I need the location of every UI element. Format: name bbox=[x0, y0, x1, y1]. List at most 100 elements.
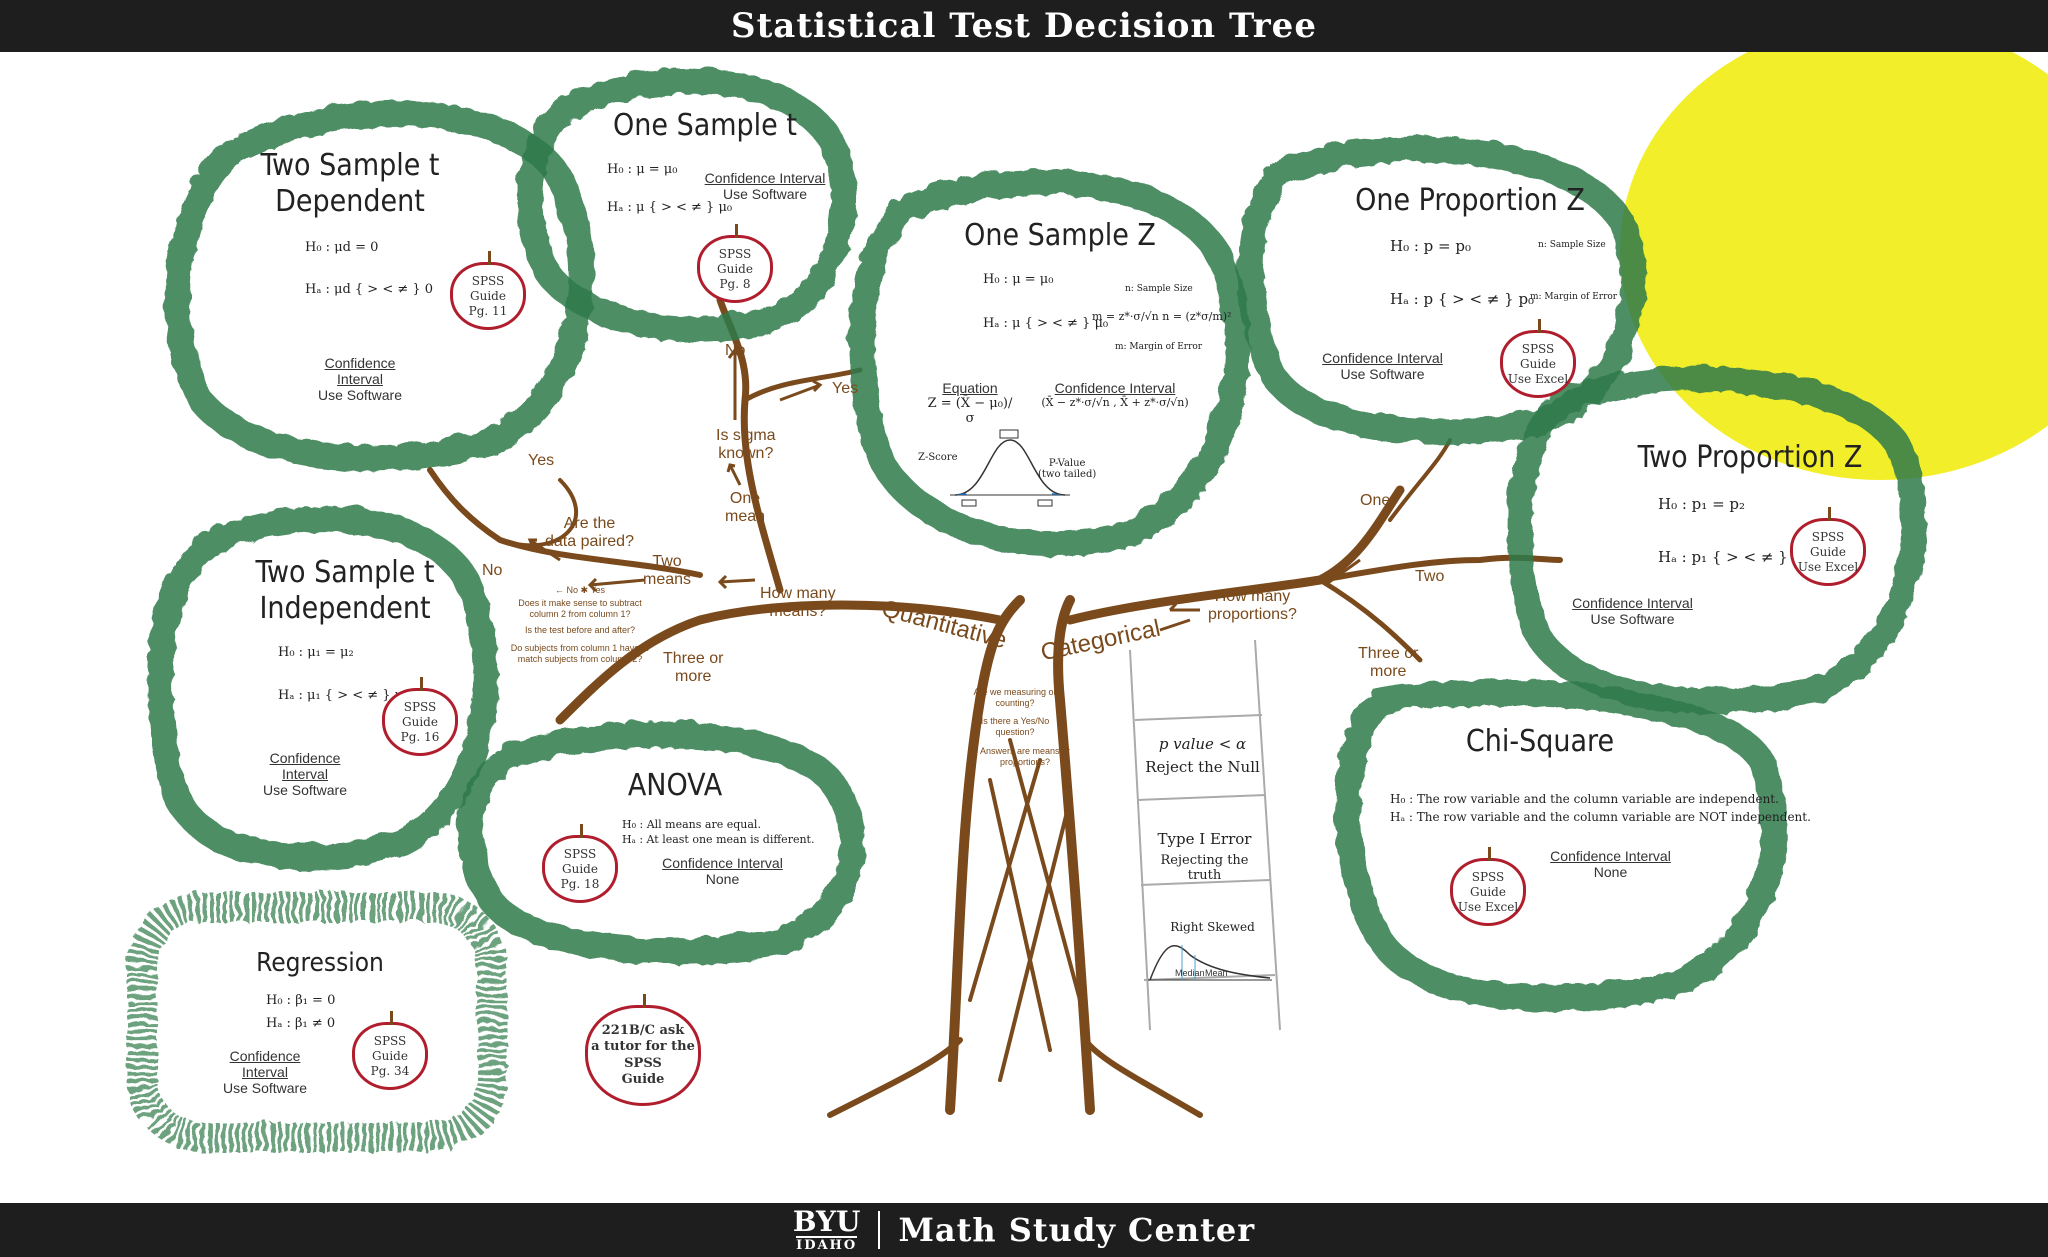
one-sample-z-margin: m = z*·σ/√n n = (z*σ/m)² bbox=[1092, 310, 1232, 323]
paired-no-label: No bbox=[482, 562, 503, 579]
one-sample-t-h0: H₀ : μ = μ₀ bbox=[607, 162, 678, 177]
spss-guide-apple-independent: SPSS Guide Pg. 16 bbox=[382, 677, 458, 756]
ci-one-sample-t-head: Confidence Interval bbox=[704, 170, 826, 186]
footer-divider bbox=[878, 1211, 881, 1249]
ci-one-sample-t: Confidence Interval Use Software bbox=[700, 170, 830, 202]
ci-independent-head: Confidence Interval bbox=[269, 750, 341, 782]
anova-h0: H₀ : All means are equal. bbox=[622, 818, 761, 831]
right-skewed-curve bbox=[1148, 945, 1272, 981]
ci-dependent-body: Use Software bbox=[317, 387, 403, 403]
header-bar: Statistical Test Decision Tree bbox=[0, 0, 2048, 52]
sigma-yes-label: Yes bbox=[832, 380, 859, 397]
ci-one-proportion-body: Use Software bbox=[1340, 366, 1425, 382]
one-sample-t-ha: Hₐ : μ { > < ≠ } μ₀ bbox=[607, 200, 733, 215]
ci-one-sample-z-head: Confidence Interval bbox=[1054, 380, 1176, 396]
paired-hint-subtract: Does it make sense to subtract column 2 … bbox=[518, 598, 642, 619]
data-paired-label: Are the data paired? bbox=[545, 515, 634, 550]
one-mean-label: One mean bbox=[725, 490, 766, 525]
three-or-more-means-label: Three or more bbox=[663, 650, 724, 685]
ci-one-sample-t-body: Use Software bbox=[722, 186, 808, 202]
trunk-hint-means-props: Answers are means or proportions? bbox=[979, 746, 1071, 767]
ladder-reject-null: Reject the Null bbox=[1145, 758, 1260, 776]
one-proportion-label: One bbox=[1360, 492, 1391, 509]
median-label: Median bbox=[1175, 968, 1205, 978]
one-proportion-z-h0: H₀ : p = p₀ bbox=[1390, 237, 1472, 255]
ladder-rejecting-truth: Rejecting the truth bbox=[1160, 853, 1249, 883]
spss-guide-apple-anova: SPSS Guide Pg. 18 bbox=[542, 824, 618, 903]
anova-ha: Hₐ : At least one mean is different. bbox=[622, 833, 815, 846]
ci-chi-square: Confidence Interval None bbox=[1548, 848, 1673, 880]
byu-idaho-logo: BYU IDAHO bbox=[792, 1205, 861, 1253]
footer-bar: BYU IDAHO Math Study Center bbox=[0, 1203, 2048, 1257]
spss-guide-apple-one-proportion: SPSS Guide Use Excel bbox=[1500, 319, 1576, 398]
two-proportion-z-ha: Hₐ : p₁ { > < ≠ } p₂ bbox=[1658, 548, 1809, 566]
sigma-known-label: Is sigma known? bbox=[716, 427, 776, 462]
two-sample-dependent-h0: H₀ : μd = 0 bbox=[305, 240, 379, 255]
ci-chi-square-body: None bbox=[1593, 864, 1628, 880]
three-or-more-proportions-label: Three or more bbox=[1358, 645, 1419, 680]
ci-two-proportion-body: Use Software bbox=[1590, 611, 1675, 627]
anova-title: ANOVA bbox=[627, 768, 723, 803]
two-proportion-z-h0: H₀ : p₁ = p₂ bbox=[1658, 495, 1746, 513]
logo-top-text: BYU bbox=[792, 1205, 861, 1238]
two-sample-independent-ha: Hₐ : μ₁ { > < ≠ } μ₂ bbox=[278, 688, 409, 703]
equation-block: Equation Z = (X̄ − μ₀)/σ bbox=[925, 380, 1015, 426]
trunk-hint-yes-no: Is there a Yes/No question? bbox=[980, 716, 1050, 737]
one-proportion-z-ha: Hₐ : p { > < ≠ } p₀ bbox=[1390, 290, 1535, 308]
how-many-means-label: How many means? bbox=[760, 585, 836, 620]
equation-head: Equation bbox=[942, 380, 998, 396]
ci-one-sample-z-body: (X̄ − z*·σ/√n , X̄ + z*·σ/√n) bbox=[1041, 396, 1189, 409]
ci-regression-body: Use Software bbox=[222, 1080, 308, 1096]
trunk-hint-measuring: Are we measuring or counting? bbox=[973, 687, 1057, 708]
z-score-label: Z-Score bbox=[918, 452, 958, 463]
how-many-proportions-label: How many proportions? bbox=[1208, 588, 1297, 623]
ladder-right-skewed: Right Skewed bbox=[1170, 920, 1255, 934]
ask-tutor-apple: 221B/C ask a tutor for the SPSS Guide bbox=[585, 994, 701, 1106]
ci-chi-square-head: Confidence Interval bbox=[1550, 848, 1671, 864]
paired-yes-label: Yes bbox=[528, 452, 555, 469]
tree-trunk bbox=[427, 296, 1563, 1118]
mean-label: Mean bbox=[1205, 968, 1228, 978]
spss-guide-apple-one-sample-t: SPSS Guide Pg. 8 bbox=[697, 224, 773, 303]
two-sample-independent-h0: H₀ : μ₁ = μ₂ bbox=[278, 645, 354, 660]
p-value-label: P-Value (two tailed) bbox=[1038, 458, 1097, 480]
ci-one-proportion: Confidence Interval Use Software bbox=[1320, 350, 1445, 382]
page-title: Statistical Test Decision Tree bbox=[731, 6, 1317, 46]
ladder-type-one-error: Type I Error bbox=[1157, 830, 1252, 848]
spss-guide-apple-dependent: SPSS Guide Pg. 11 bbox=[450, 251, 526, 330]
ci-regression-head: Confidence Interval bbox=[229, 1048, 301, 1080]
branch-arrows bbox=[527, 347, 1361, 632]
one-proportion-z-title: One Proportion Z bbox=[1355, 183, 1585, 218]
spss-guide-apple-chi-square: SPSS Guide Use Excel bbox=[1450, 847, 1526, 926]
regression-bush bbox=[125, 890, 505, 1150]
chi-square-h0: H₀ : The row variable and the column var… bbox=[1390, 792, 1779, 806]
sigma-no-label: No bbox=[725, 342, 746, 359]
two-sample-independent-title: Two Sample t Independent bbox=[255, 555, 435, 626]
sun-shape bbox=[1620, 20, 2048, 480]
ci-dependent-head: Confidence Interval bbox=[324, 355, 396, 387]
one-proportion-z-n-label: n: Sample Size bbox=[1538, 240, 1606, 250]
ladder-pvalue: p value < α bbox=[1158, 735, 1247, 753]
spss-guide-apple-two-proportion: SPSS Guide Use Excel bbox=[1790, 507, 1866, 586]
two-means-label: Two means bbox=[643, 553, 692, 588]
one-sample-z-title: One Sample Z bbox=[964, 218, 1156, 253]
paired-hint-match: Do subjects from column 1 have to match … bbox=[510, 643, 650, 664]
one-sample-z-n-label: n: Sample Size bbox=[1125, 284, 1193, 294]
ci-independent: Confidence Interval Use Software bbox=[245, 750, 365, 798]
regression-ha: Hₐ : β₁ ≠ 0 bbox=[266, 1016, 336, 1031]
two-proportion-label: Two bbox=[1415, 568, 1445, 585]
ci-two-proportion-head: Confidence Interval bbox=[1572, 595, 1693, 611]
regression-h0: H₀ : β₁ = 0 bbox=[266, 993, 336, 1008]
equation-body: Z = (X̄ − μ₀)/σ bbox=[927, 396, 1013, 426]
ci-two-proportion: Confidence Interval Use Software bbox=[1570, 595, 1695, 627]
regression-title: Regression bbox=[256, 948, 384, 978]
logo-bottom-text: IDAHO bbox=[796, 1236, 858, 1253]
leaf-clusters bbox=[145, 65, 1925, 1010]
ci-anova-head: Confidence Interval bbox=[662, 855, 783, 871]
paired-hint-arrows: ← No ✱ Yes bbox=[554, 585, 606, 595]
ci-anova: Confidence Interval None bbox=[660, 855, 785, 887]
ci-one-sample-z: Confidence Interval (X̄ − z*·σ/√n , X̄ +… bbox=[1035, 380, 1195, 409]
spss-guide-apple-regression: SPSS Guide Pg. 34 bbox=[352, 1011, 428, 1090]
two-proportion-z-title: Two Proportion Z bbox=[1637, 440, 1863, 475]
